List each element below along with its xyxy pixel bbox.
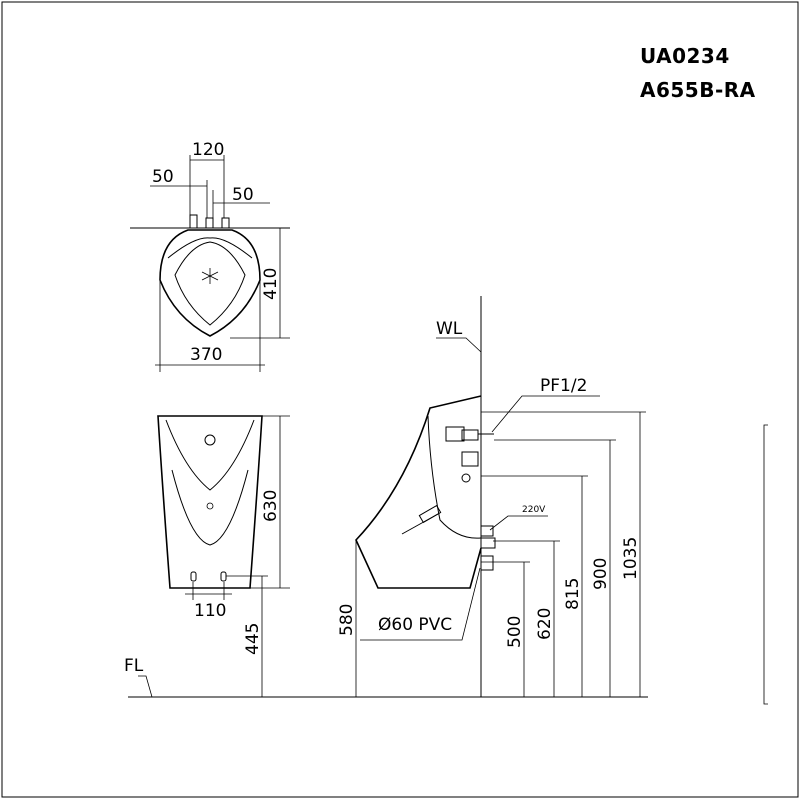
dim-top-50-left: 50 (152, 167, 174, 187)
dim-side-815: 815 (563, 578, 583, 610)
model-code: UA0234 (640, 44, 730, 68)
top-view (130, 155, 290, 372)
dim-top-50-right: 50 (232, 185, 254, 205)
inlet-label: PF1/2 (540, 376, 587, 396)
dim-top-410: 410 (261, 268, 281, 300)
scale-bracket (763, 424, 768, 705)
dim-side-620: 620 (535, 608, 555, 640)
drain-icon (201, 268, 219, 284)
dim-front-630: 630 (261, 490, 281, 522)
dim-top-120: 120 (192, 140, 224, 160)
dim-side-580: 580 (337, 604, 357, 636)
variant-code: A655B-RA (640, 78, 756, 102)
dim-side-500: 500 (505, 616, 525, 648)
wall-label: WL (436, 319, 463, 339)
front-view (157, 415, 290, 697)
dim-side-900: 900 (591, 558, 611, 590)
dim-front-445: 445 (243, 623, 263, 655)
floor-label: FL (124, 656, 144, 676)
pipe-label: Ø60 PVC (378, 615, 452, 635)
dim-top-370: 370 (190, 345, 222, 365)
dim-side-1035: 1035 (621, 537, 641, 580)
power-label: 220V (522, 505, 546, 515)
inlet-hole-icon (204, 434, 216, 446)
drain-hole-icon (206, 502, 214, 510)
side-view (355, 296, 646, 697)
dim-front-110: 110 (194, 601, 226, 621)
